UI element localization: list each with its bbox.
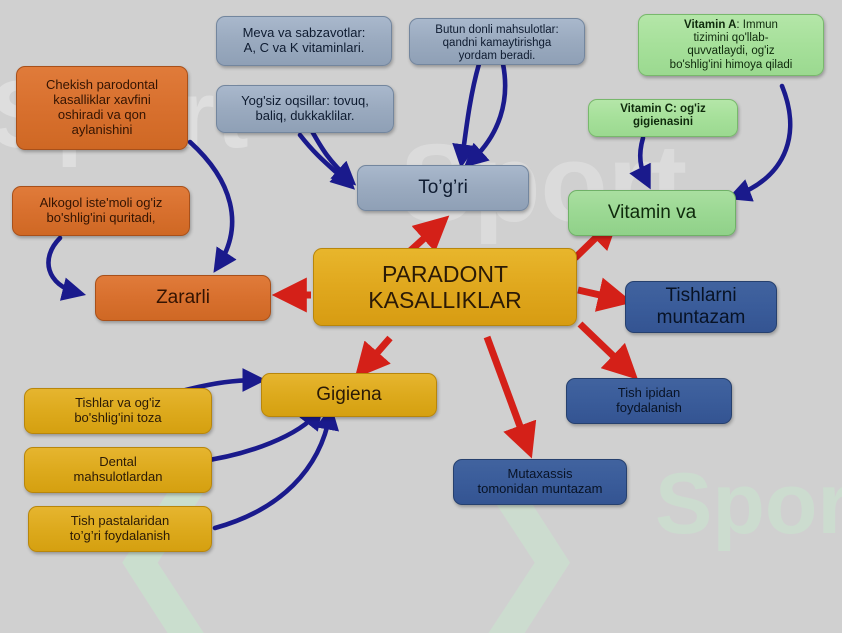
branch-zararli-label: Zararli <box>156 287 210 309</box>
branch-vitamin[interactable]: Vitamin va <box>568 190 736 236</box>
branch-togri[interactable]: To’g’ri <box>357 165 529 211</box>
branch-tishlarni-muntazam[interactable]: Tishlarni muntazam <box>625 281 777 333</box>
node-vitamin-a-text: Vitamin A: Immun tizimini qo'llab- quvva… <box>639 19 823 72</box>
node-vitamin-c-text: Vitamin C: og'iz gigienasini <box>589 103 737 129</box>
branch-gigiena-label: Gigiena <box>316 384 382 406</box>
node-vitamin-c-body: gigienasini <box>632 116 694 129</box>
node-tishlar-toza[interactable]: Tishlar va og'iz bo'shlig'ini toza <box>24 388 212 434</box>
arrow-center-to-tishlarni <box>577 277 633 312</box>
arrow-chekish-to-zararli <box>187 139 237 273</box>
node-vitamin-a[interactable]: Vitamin A: Immun tizimini qo'llab- quvva… <box>638 14 824 76</box>
arrow-dental-to-gigiena <box>193 405 324 465</box>
arrow-center-to-gigiena <box>354 335 393 379</box>
branch-vitamin-label: Vitamin va <box>607 202 697 224</box>
node-alkogol-label: Alkogol iste'moli og'iz bo'shlig'ini qur… <box>39 195 163 225</box>
arrow-center-to-mutaxassis <box>483 335 537 459</box>
node-pastalar[interactable]: Tish pastalaridan to’g’ri foydalanish <box>28 506 212 552</box>
branch-mutaxassis[interactable]: Mutaxassis tomonidan muntazam <box>453 459 627 505</box>
branch-tishlarni-muntazam-label: Tishlarni muntazam <box>656 285 746 328</box>
node-vitamin-a-body: : Immun tizimini qo'llab- quvvatlaydi, o… <box>669 19 793 71</box>
arrow-vitc-to-vitamin <box>629 135 651 190</box>
center-node[interactable]: PARADONT KASALLIKLAR <box>313 248 577 326</box>
node-yogsiz-oqsillar[interactable]: Yog'siz oqsillar: tovuq, baliq, dukkakli… <box>216 85 394 133</box>
branch-gigiena[interactable]: Gigiena <box>261 373 437 417</box>
branch-togri-label: To’g’ri <box>418 177 468 199</box>
branch-tish-ipidan-label: Tish ipidan foydalanish <box>616 385 682 415</box>
node-pastalar-label: Tish pastalaridan to’g’ri foydalanish <box>69 513 171 543</box>
arrow-butun-to-togri <box>452 61 482 169</box>
center-node-label: PARADONT KASALLIKLAR <box>368 260 522 313</box>
mindmap-canvas: Sport ❮ ❯ Sport Sport <box>0 14 842 629</box>
branch-zararli[interactable]: Zararli <box>95 275 271 321</box>
branch-mutaxassis-label: Mutaxassis tomonidan muntazam <box>477 466 603 496</box>
arrow-yogsiz-to-togri <box>297 132 356 190</box>
node-yogsiz-oqsillar-label: Yog'siz oqsillar: tovuq, baliq, dukkakli… <box>241 93 369 123</box>
node-butun-donli-label: Butun donli mahsulotlar: qandni kamaytir… <box>435 24 559 63</box>
node-meva-sabzavotlar-label: Meva va sabzavotlar: A, C va K vitaminla… <box>242 25 366 55</box>
arrow-center-to-tishipi <box>577 321 639 380</box>
node-vitamin-c-title: Vitamin C: og'iz <box>620 103 706 115</box>
node-chekish-label: Chekish parodontal kasalliklar xavfini o… <box>45 77 159 137</box>
arrow-alkogol-to-zararli <box>46 235 87 301</box>
node-dental-label: Dental mahsulotlardan <box>73 454 163 484</box>
node-dental[interactable]: Dental mahsulotlardan <box>24 447 212 493</box>
node-butun-donli[interactable]: Butun donli mahsulotlar: qandni kamaytir… <box>409 18 585 65</box>
node-vitamin-c[interactable]: Vitamin C: og'iz gigienasini <box>588 99 738 137</box>
arrow-pastalar-to-gigiena <box>212 405 340 531</box>
arrow-butun-down-to-togri <box>463 61 508 168</box>
node-alkogol[interactable]: Alkogol iste'moli og'iz bo'shlig'ini qur… <box>12 186 190 236</box>
node-vitamin-a-title: Vitamin A <box>684 19 737 31</box>
node-tishlar-toza-label: Tishlar va og'iz bo'shlig'ini toza <box>74 395 162 425</box>
watermark-text-right: Sport <box>655 456 842 552</box>
arrow-vita-to-vitamin <box>727 83 793 202</box>
branch-tish-ipidan[interactable]: Tish ipidan foydalanish <box>566 378 732 424</box>
node-meva-sabzavotlar[interactable]: Meva va sabzavotlar: A, C va K vitaminla… <box>216 16 392 66</box>
node-chekish[interactable]: Chekish parodontal kasalliklar xavfini o… <box>16 66 188 150</box>
